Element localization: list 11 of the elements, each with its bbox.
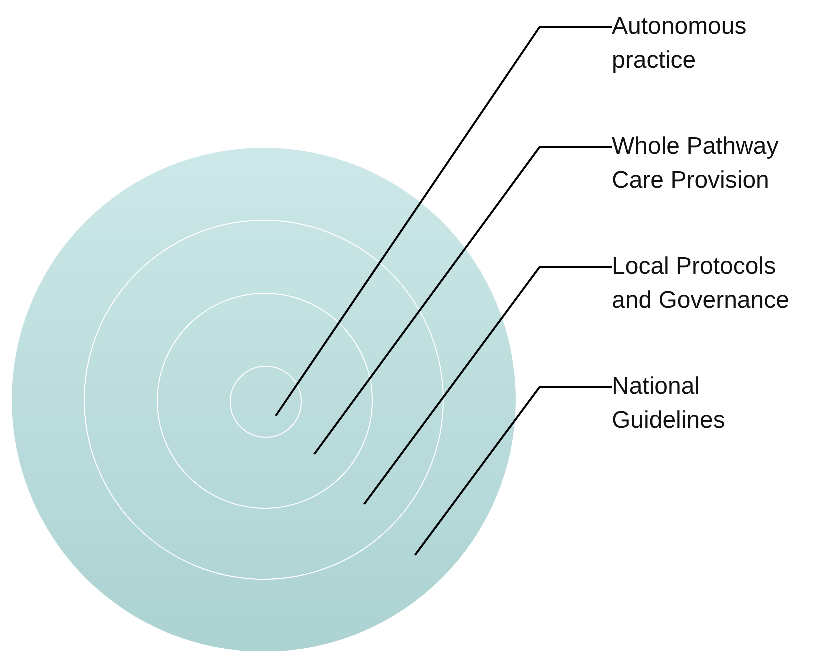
leader-line (414, 386, 612, 556)
leader-line (364, 266, 612, 505)
ring-label: National Guidelines (612, 370, 812, 438)
ring-label: Autonomous practice (612, 10, 812, 78)
ring-label: Local Protocols and Governance (612, 250, 812, 318)
leader-line (314, 146, 612, 456)
ring-circle (157, 293, 373, 509)
ring-circle (230, 366, 302, 438)
ring-circle (84, 220, 444, 580)
ring-label: Whole Pathway Care Provision (612, 130, 812, 198)
leader-line (275, 26, 612, 417)
